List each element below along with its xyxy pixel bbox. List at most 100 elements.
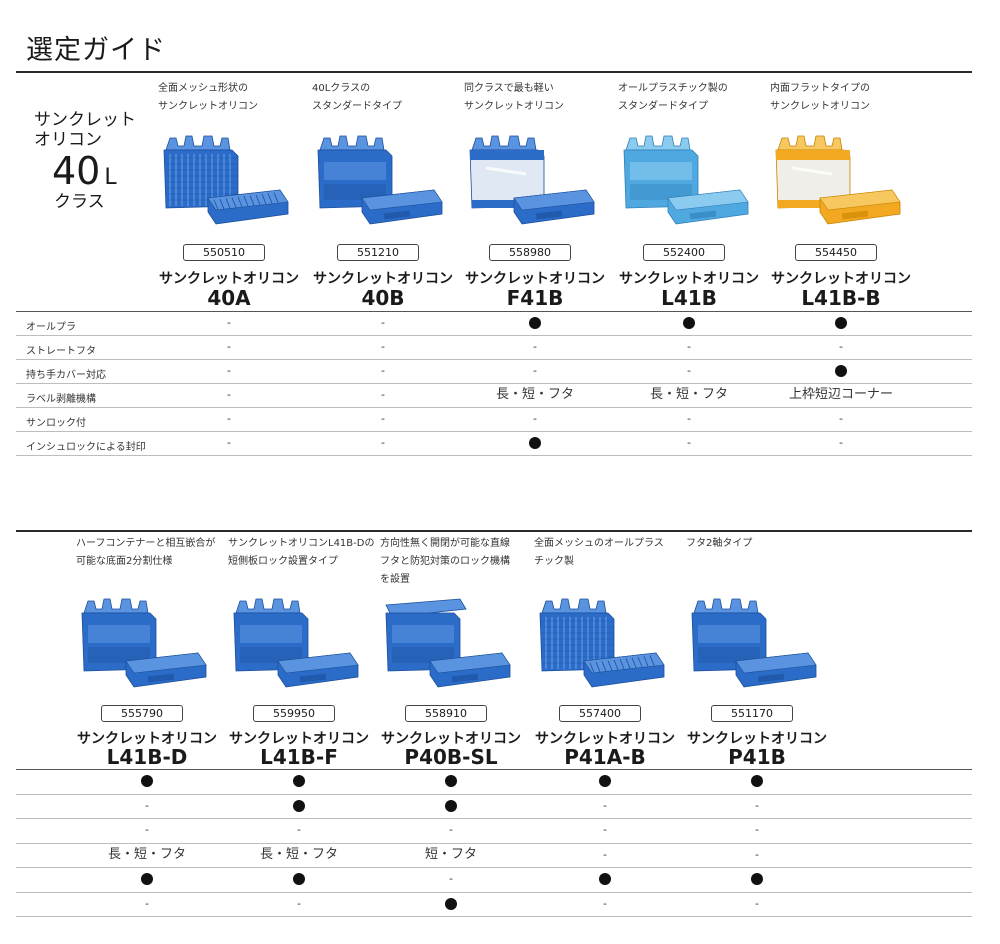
table-cell: - bbox=[297, 823, 301, 836]
table-cell: - bbox=[381, 340, 385, 353]
table-cell bbox=[458, 315, 612, 331]
product-description-line: サンクレットオリコン bbox=[464, 101, 564, 112]
product-description-line: 方向性無く開閉が可能な直線 bbox=[380, 538, 510, 549]
table-cell: - bbox=[839, 340, 843, 353]
product-model: L41B-D bbox=[106, 745, 188, 769]
table-cell bbox=[222, 798, 376, 815]
class-label-line1: サンクレット bbox=[34, 110, 136, 130]
row-divider bbox=[16, 793, 972, 795]
product-name: サンクレットオリコン bbox=[465, 271, 605, 287]
product-description-line: スタンダードタイプ bbox=[312, 101, 402, 112]
table-cell: - bbox=[687, 340, 691, 353]
class-label-size: 40 bbox=[52, 149, 101, 193]
table-cell: 長・短・フタ bbox=[649, 387, 728, 402]
product-model: P41A-B bbox=[564, 745, 646, 769]
product-description-line: サンクレットオリコン bbox=[770, 101, 870, 112]
row-divider bbox=[16, 916, 972, 917]
product-code: 558910 bbox=[405, 705, 487, 722]
product-description-line: 全面メッシュのオールプラス bbox=[534, 538, 664, 549]
product-description-line: を設置 bbox=[380, 574, 410, 585]
product-description-line: サンクレットオリコン bbox=[158, 101, 258, 112]
page-title: 選定ガイド bbox=[26, 35, 166, 66]
table-cell: - bbox=[603, 896, 607, 910]
product-image bbox=[536, 591, 668, 691]
product-code: 559950 bbox=[253, 705, 335, 722]
filled-dot-icon bbox=[835, 365, 847, 377]
table-cell bbox=[528, 773, 682, 790]
table-cell: - bbox=[603, 798, 607, 812]
product-model: P41B bbox=[728, 745, 786, 769]
class-label-sub: クラス bbox=[54, 192, 105, 212]
product-description: フタ2軸タイプ bbox=[686, 535, 836, 553]
product-image bbox=[772, 128, 904, 228]
product-description: サンクレットオリコンL41B-Dの短側板ロック設置タイプ bbox=[228, 535, 378, 571]
table-cell: - bbox=[687, 436, 691, 449]
row-label: インシュロックによる封印 bbox=[26, 442, 146, 453]
table-cell: - bbox=[381, 436, 385, 449]
row-label: 持ち手カバー対応 bbox=[26, 370, 106, 381]
product-description-line: スタンダードタイプ bbox=[618, 101, 708, 112]
table-cell: - bbox=[533, 364, 537, 377]
product-code: 552400 bbox=[643, 244, 725, 261]
table-cell bbox=[612, 315, 766, 331]
filled-dot-icon bbox=[599, 775, 611, 787]
product-description: オールプラスチック製のスタンダードタイプ bbox=[618, 80, 768, 116]
filled-dot-icon bbox=[835, 317, 847, 329]
product-description-line: フタ2軸タイプ bbox=[686, 538, 753, 549]
class-label-line2: オリコン bbox=[34, 130, 102, 150]
table-cell: - bbox=[687, 412, 691, 425]
table-cell: - bbox=[839, 412, 843, 425]
table-cell: - bbox=[381, 388, 385, 401]
product-code: 551210 bbox=[337, 244, 419, 261]
filled-dot-icon bbox=[599, 873, 611, 885]
row-divider bbox=[16, 818, 972, 819]
row-divider bbox=[16, 359, 972, 360]
product-name: サンクレットオリコン bbox=[159, 271, 299, 287]
product-image bbox=[78, 591, 210, 691]
table-cell bbox=[374, 896, 528, 913]
product-name: サンクレットオリコン bbox=[535, 731, 675, 747]
product-description: 同クラスで最も軽いサンクレットオリコン bbox=[464, 80, 614, 116]
product-description-line: オールプラスチック製の bbox=[618, 83, 728, 94]
product-code: 555790 bbox=[101, 705, 183, 722]
table-cell: - bbox=[227, 340, 231, 353]
product-model: 40A bbox=[207, 286, 251, 310]
product-description-line: 可能な底面2分割仕様 bbox=[76, 556, 173, 567]
product-name: サンクレットオリコン bbox=[771, 271, 911, 287]
table-cell: - bbox=[533, 412, 537, 425]
table-cell: - bbox=[755, 823, 759, 836]
table-cell: 長・短・フタ bbox=[495, 387, 574, 402]
row-divider bbox=[16, 431, 972, 432]
table-cell bbox=[222, 871, 376, 888]
table-cell: - bbox=[755, 798, 759, 812]
table-cell: - bbox=[227, 412, 231, 425]
table-cell bbox=[70, 871, 224, 888]
table-cell bbox=[680, 871, 834, 888]
filled-dot-icon bbox=[751, 775, 763, 787]
table-cell bbox=[528, 871, 682, 888]
product-name: サンクレットオリコン bbox=[687, 731, 827, 747]
product-name: サンクレットオリコン bbox=[381, 731, 521, 747]
table-cell: - bbox=[227, 364, 231, 377]
title-divider bbox=[16, 71, 972, 73]
product-description-line: 同クラスで最も軽い bbox=[464, 83, 554, 94]
product-name: サンクレットオリコン bbox=[313, 271, 453, 287]
table-cell: - bbox=[297, 896, 301, 910]
table-cell: - bbox=[145, 896, 149, 910]
table-cell: - bbox=[533, 340, 537, 353]
product-model: L41B bbox=[661, 286, 717, 310]
row-divider bbox=[16, 455, 972, 456]
product-model: L41B-B bbox=[801, 286, 881, 310]
table-cell: - bbox=[227, 388, 231, 401]
table-cell bbox=[374, 773, 528, 790]
table-cell: - bbox=[603, 847, 607, 861]
table-cell bbox=[680, 773, 834, 790]
table-cell: - bbox=[381, 364, 385, 377]
product-description-line: 内面フラットタイプの bbox=[770, 83, 870, 94]
product-code: 558980 bbox=[489, 244, 571, 261]
